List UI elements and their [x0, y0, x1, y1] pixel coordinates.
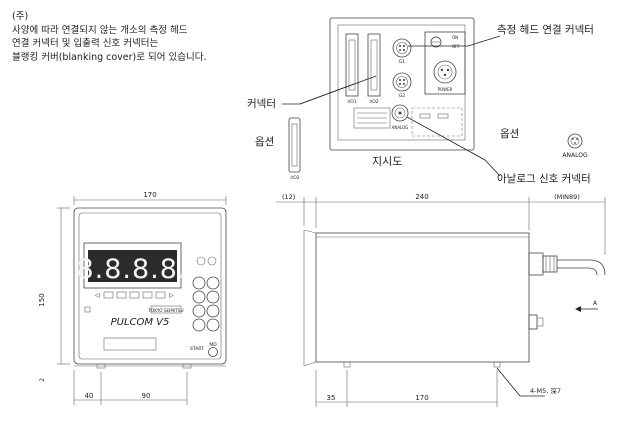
connector-leader-2	[299, 75, 377, 105]
led-3	[129, 291, 140, 299]
g2-connector-icon	[392, 72, 412, 92]
option-panel	[411, 107, 463, 137]
note-line-2: 연결 커넥터 및 입출력 신호 커넥터는	[12, 38, 159, 50]
g2-label: G2	[399, 93, 405, 99]
dim-side-offset: (12)	[282, 193, 295, 201]
analog-small-label: ANALOG	[392, 125, 409, 130]
cable-connector	[528, 252, 544, 276]
key-5[interactable]	[192, 304, 206, 318]
dim-side-left: 35	[327, 394, 336, 402]
key-2[interactable]	[206, 276, 220, 290]
connector-leader-1	[282, 83, 355, 105]
arrow-a-label: A	[593, 300, 598, 307]
io1-label: I/O1	[347, 99, 356, 105]
note-line-3: 블랭킹 커버(blanking cover)로 되어 있습니다.	[12, 51, 207, 63]
led-4	[142, 291, 153, 299]
io1-connector	[345, 33, 359, 97]
key-3[interactable]	[192, 290, 206, 304]
dim-front-width: 170	[143, 191, 156, 199]
dim-side-right: 170	[415, 394, 428, 402]
analog-plug-icon	[567, 133, 583, 149]
spec-plate	[353, 107, 391, 129]
display-screen	[88, 250, 177, 282]
display-digits: 8.8.8.8.	[76, 254, 187, 285]
key-b[interactable]	[207, 256, 217, 266]
option-left-label: 옵션	[255, 136, 274, 148]
power-label: POWER	[438, 87, 453, 92]
power-connector-icon	[433, 60, 457, 84]
indicator-label: 지시도	[372, 155, 402, 168]
side-outline	[315, 232, 530, 363]
led-1	[103, 291, 114, 299]
display-window	[83, 242, 182, 289]
side-view: A	[303, 229, 606, 368]
analog-connector-label: 아날로그 신호 커넥터	[497, 173, 591, 185]
svg-text:▷: ▷	[169, 292, 174, 299]
analog-leader	[406, 116, 501, 177]
key-8[interactable]	[206, 318, 220, 332]
dim-side-min: (MIN89)	[554, 193, 580, 201]
key-6[interactable]	[206, 304, 220, 318]
dim-front-left: 40	[85, 392, 94, 400]
dim-front-right: 90	[142, 392, 151, 400]
led-2	[116, 291, 127, 299]
off-label: OFF	[452, 44, 460, 49]
foot-left	[96, 363, 106, 369]
note-heading: (주)	[12, 11, 29, 22]
measure-head-connector-label: 측정 헤드 연결 커넥터	[497, 23, 594, 36]
dim-side-width: 240	[415, 193, 428, 201]
start-label: START	[190, 346, 204, 352]
svg-text:◁: ◁	[95, 292, 100, 299]
on-label: ON	[452, 35, 458, 40]
io2-label: I/O2	[369, 99, 378, 105]
cable	[557, 259, 606, 276]
io2-small-label: I/O2	[290, 175, 299, 181]
g1-connector-icon	[392, 38, 412, 58]
analog-tag: ANALOG	[562, 152, 588, 159]
analog-connector-icon	[391, 104, 409, 122]
power-block	[424, 31, 466, 95]
front-outline	[73, 207, 227, 365]
led-5	[155, 291, 166, 299]
side-foot-right	[493, 361, 501, 368]
key-a[interactable]	[196, 256, 206, 266]
spec-note: (주) 사양에 따라 연결되지 않는 개소의 측정 헤드 연결 커넥터 및 입출…	[12, 10, 207, 64]
power-switch-icon	[430, 36, 442, 48]
brand-logo: PULCOM V5	[111, 317, 170, 328]
mode-label: MD	[209, 342, 217, 348]
key-1[interactable]	[192, 276, 206, 290]
screw-leader	[496, 367, 545, 397]
measure-head-leader	[408, 35, 501, 47]
screw-label: 4-M5, 深7	[530, 386, 561, 395]
rear-panel: I/O1 I/O2 G1 G2 ON OFF	[329, 17, 475, 151]
key-4[interactable]	[206, 290, 220, 304]
rear-panel-outline	[329, 17, 475, 151]
dim-front-base: 2	[39, 378, 46, 382]
option-right-label: 옵션	[500, 128, 519, 140]
side-dimensions: (12) 240 (MIN89) 35 170 4-M5, 深7	[276, 193, 606, 407]
connector-label: 커넥터	[247, 98, 276, 110]
label-strip	[103, 337, 157, 351]
key-7[interactable]	[192, 318, 206, 332]
foot-right	[182, 363, 192, 369]
g1-label: G1	[399, 59, 405, 65]
side-foot-left	[343, 361, 351, 368]
front-view: 8.8.8.8. ◁ ▷ PULCOM V5 TOKYO SEIMITSU	[73, 207, 227, 369]
dim-front-height: 150	[38, 293, 46, 306]
start-button[interactable]	[208, 347, 218, 357]
front-dimensions: 170 150 2 40 90	[38, 191, 227, 405]
maker-logo: TOKYO SEIMITSU	[147, 308, 183, 313]
blanking-cover	[288, 117, 301, 173]
note-line-1: 사양에 따라 연결되지 않는 개소의 측정 헤드	[12, 24, 188, 36]
io2-connector	[367, 33, 381, 97]
